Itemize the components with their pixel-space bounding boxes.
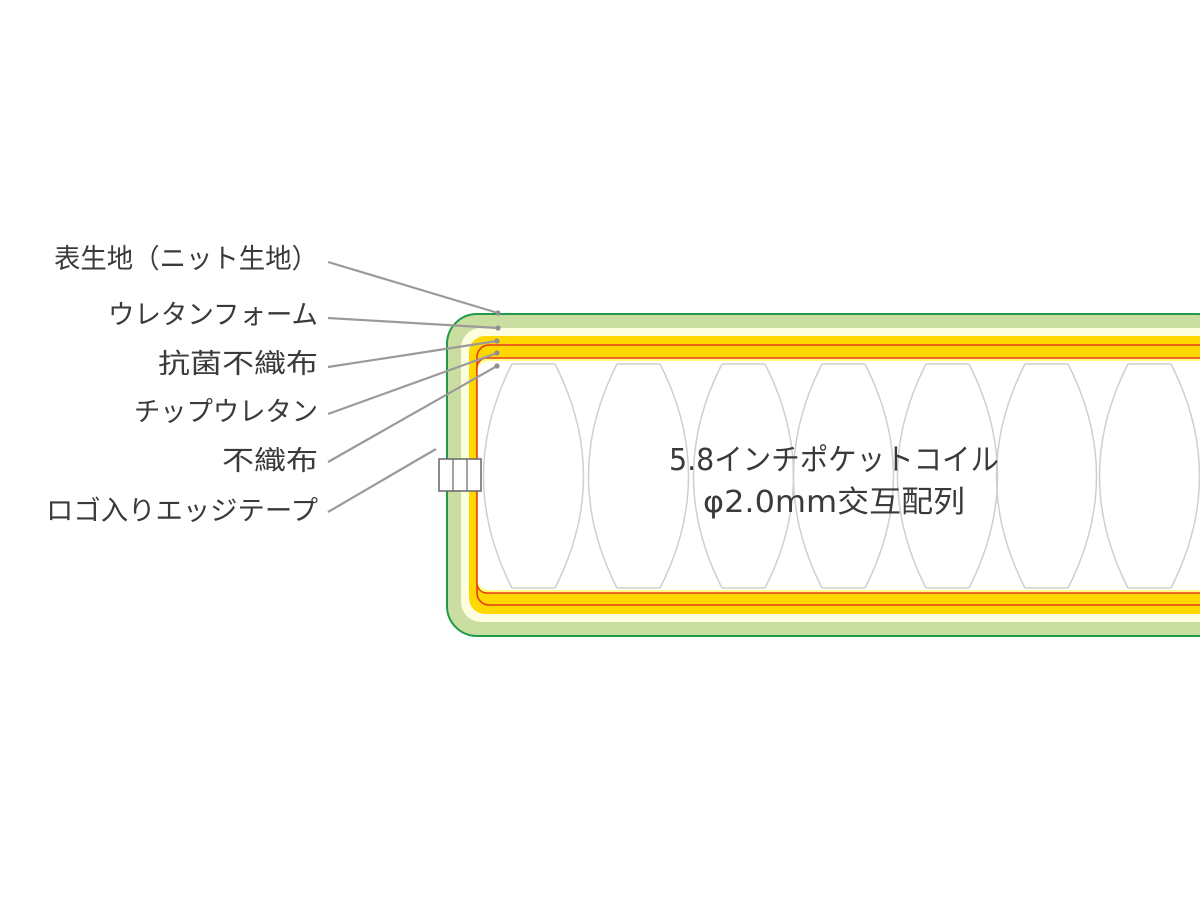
layer-labels: 表生地（ニット生地） ウレタンフォーム 抗菌不織布 チップウレタン 不織布 ロゴ…	[46, 244, 318, 527]
leader-dot	[495, 310, 501, 316]
leader-urethane-foam	[327, 316, 499, 330]
leader-edge-tape	[327, 448, 437, 513]
edge-tape	[438, 458, 482, 492]
leader-outer-fabric	[327, 260, 499, 315]
pocket-coils	[482, 363, 1200, 589]
core-label: 5.8インチポケットコイル φ2.0mm交互配列	[669, 443, 999, 520]
label-outer-fabric: 表生地（ニット生地）	[54, 244, 318, 275]
label-chip-urethane: チップウレタン	[134, 397, 318, 428]
pocket-coil	[995, 363, 1098, 589]
leader-dot	[494, 338, 500, 344]
label-antibacterial-nonwoven: 抗菌不織布	[158, 349, 318, 380]
core-label-line1: 5.8インチポケットコイル	[669, 443, 999, 478]
pocket-coil	[482, 363, 585, 589]
coil-chamber	[478, 361, 1200, 590]
mattress-body	[446, 313, 1200, 637]
pocket-coil	[896, 363, 999, 589]
leader-chip-urethane	[327, 351, 498, 416]
leader-nonwoven	[327, 365, 498, 463]
leader-dot	[494, 350, 500, 356]
label-edge-tape: ロゴ入りエッジテープ	[46, 496, 318, 527]
core-label-line2: φ2.0mm交互配列	[703, 485, 965, 520]
leader-lines	[327, 260, 501, 513]
pocket-coil	[792, 363, 895, 589]
pocket-coil	[587, 363, 690, 589]
leader-dot	[495, 325, 501, 331]
leader-dot	[494, 363, 500, 369]
label-urethane-foam: ウレタンフォーム	[108, 300, 318, 331]
leader-antibacterial-nonwoven	[327, 339, 498, 369]
label-nonwoven: 不織布	[222, 446, 318, 477]
